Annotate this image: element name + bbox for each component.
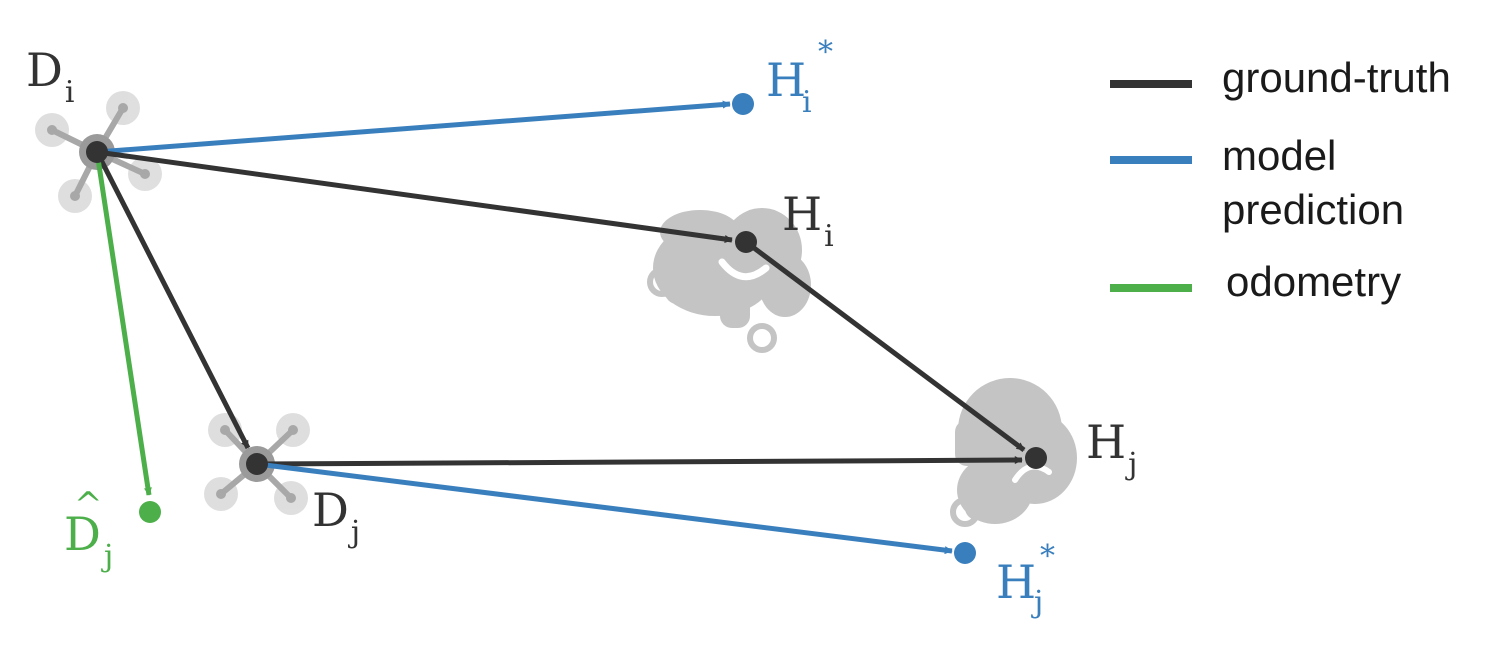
legend-item-model-prediction: model prediction bbox=[1110, 132, 1404, 233]
svg-text:*: * bbox=[818, 35, 833, 70]
elephant-icon bbox=[950, 378, 1077, 527]
arrow-ground-truth-hi-hj bbox=[744, 239, 1026, 453]
node-h-i-star bbox=[732, 93, 754, 115]
svg-text:*: * bbox=[1040, 539, 1055, 574]
arrow-odometry-di-dj-hat bbox=[94, 151, 152, 496]
legend-item-ground-truth: ground-truth bbox=[1110, 54, 1451, 101]
node-h-i bbox=[735, 231, 757, 253]
node-h-j-star bbox=[954, 542, 976, 564]
svg-text:j: j bbox=[1031, 585, 1043, 620]
arrow-ground-truth-di-dj bbox=[94, 150, 251, 450]
svg-text:prediction: prediction bbox=[1222, 186, 1404, 233]
node-d-j bbox=[246, 453, 268, 475]
node-d-j-hat bbox=[139, 501, 161, 523]
svg-text:j: j bbox=[101, 539, 113, 574]
arrows bbox=[94, 100, 1026, 555]
svg-text:model: model bbox=[1222, 132, 1336, 179]
label-h-j: Hj bbox=[1086, 415, 1137, 482]
legend-item-odometry: odometry bbox=[1110, 258, 1401, 305]
arrow-ground-truth-di-hi bbox=[96, 149, 733, 243]
svg-text:D: D bbox=[64, 507, 101, 561]
svg-text:odometry: odometry bbox=[1226, 258, 1401, 305]
svg-text:H: H bbox=[766, 53, 806, 107]
svg-text:H: H bbox=[996, 555, 1036, 609]
arrow-ground-truth-dj-hj bbox=[256, 456, 1023, 467]
label-h-i: Hi bbox=[782, 187, 834, 254]
label-h-j-star: H j * bbox=[996, 539, 1055, 620]
svg-text:^: ^ bbox=[74, 485, 103, 525]
label-d-j-hat: D j ^ bbox=[64, 485, 113, 574]
arrow-model-prediction-dj-hj-star bbox=[256, 461, 953, 555]
node-h-j bbox=[1025, 447, 1047, 469]
svg-text:ground-truth: ground-truth bbox=[1222, 54, 1451, 101]
label-d-j: Dj bbox=[312, 483, 360, 550]
svg-text:i: i bbox=[802, 85, 812, 120]
node-d-i bbox=[86, 141, 108, 163]
legend: ground-truth model prediction odometry bbox=[1110, 54, 1451, 305]
arrow-model-prediction-di-hi-star bbox=[96, 100, 731, 155]
label-h-i-star: H i * bbox=[766, 35, 833, 120]
label-d-i: Di bbox=[26, 43, 75, 110]
nodes bbox=[86, 93, 1047, 564]
